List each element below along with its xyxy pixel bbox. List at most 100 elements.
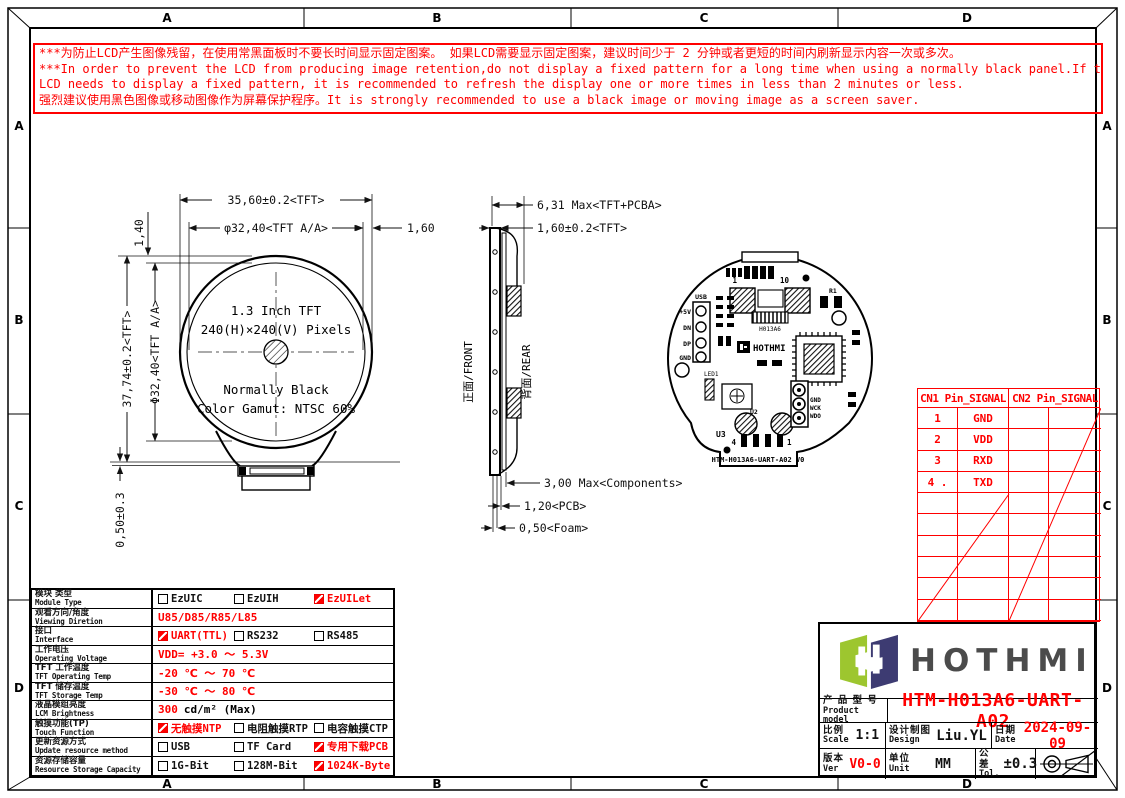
grid-bottom-a: A: [162, 777, 172, 791]
checkbox[interactable]: [158, 760, 168, 771]
viewing-direction-value: U85/D85/R85/L85: [158, 610, 258, 624]
tolerance-value: ±0.3: [1003, 756, 1038, 772]
checkbox[interactable]: [234, 741, 244, 752]
grid-bottom-d: D: [962, 777, 972, 791]
dim-pcb: 1,20<PCB>: [524, 499, 586, 513]
cn2-pin-signal: [1049, 408, 1101, 430]
grid-top-a: A: [162, 11, 172, 25]
option-rs232[interactable]: RS232: [234, 630, 314, 642]
option-rs485[interactable]: RS485: [314, 630, 393, 642]
checkbox[interactable]: [314, 760, 324, 771]
option-ezuih[interactable]: EzUIH: [234, 593, 314, 605]
option-download-pcb[interactable]: 专用下载PCB: [314, 739, 393, 754]
checkbox[interactable]: [158, 593, 168, 604]
option-128mbit[interactable]: 128M-Bit: [234, 760, 314, 772]
cn1-pin-signal: VDD: [958, 429, 1009, 451]
cn2-pin-signal: [1049, 429, 1101, 451]
option-1024kbyte[interactable]: 1024K-Byte: [314, 760, 393, 772]
rear-view: 1 10 H013A6 HOTHMI: [666, 251, 874, 467]
brand-row: HOTHMI: [820, 624, 1098, 698]
cn1-header: CN1 Pin_SIGNAL: [918, 389, 1009, 407]
dim-width: 35,60±0.2<TFT>: [228, 193, 325, 207]
grid-bottom-c: C: [699, 777, 709, 791]
side-view-dim-text: 6,31 Max<TFT+PCBA> 1,60±0.2<TFT> 3,00 Ma…: [519, 198, 683, 535]
option-uart[interactable]: UART(TTL): [158, 630, 234, 642]
cn2-pin-no: [1009, 471, 1049, 494]
option-ctp[interactable]: 电容触摸CTP: [314, 721, 393, 736]
cn1-pin-signal: GND: [958, 408, 1009, 430]
option-ezuic[interactable]: EzUIC: [158, 593, 234, 605]
option-rtp[interactable]: 电阻触摸RTP: [234, 721, 314, 736]
cn1-pin-no: 1: [918, 408, 958, 430]
cn1-pin-no: 3: [918, 450, 958, 472]
lcd-retention-warning: ***为防止LCD产生图像残留，在使用常黑面板时不要长时间显示固定图案。 如果L…: [33, 43, 1103, 114]
checkbox[interactable]: [158, 741, 168, 752]
option-ezuilet[interactable]: EzUILet: [314, 593, 393, 605]
rear-logo-text: HOTHMI: [753, 344, 786, 354]
option-ntp[interactable]: 无触摸NTP: [158, 721, 234, 736]
warning-line-4: 强烈建议使用黑色图像或移动图像作为屏幕保护程序。It is strongly r…: [39, 92, 920, 107]
checkbox[interactable]: [158, 630, 168, 641]
prog-pin-wdo: WDO: [810, 413, 821, 420]
checkbox[interactable]: [234, 630, 244, 641]
spec-label-cn: 模块 类型: [35, 589, 72, 600]
grid-right-d: D: [1102, 681, 1112, 695]
dim-edge-gap: 1,60: [407, 221, 435, 235]
option-usb[interactable]: USB: [158, 741, 234, 753]
dim-height: 37,74±0.2<TFT>: [120, 310, 134, 407]
grid-right-a: A: [1102, 119, 1112, 133]
rear-ic-label: H013A6: [759, 326, 781, 333]
option-tfcard[interactable]: TF Card: [234, 741, 314, 753]
front-label-mode: Normally Black: [223, 382, 329, 397]
rear-botpin4-label: 4: [731, 438, 736, 447]
dim-total-thickness: 6,31 Max<TFT+PCBA>: [537, 198, 662, 212]
version-value: V0-0: [849, 756, 881, 772]
cn1-pin-signal: RXD: [958, 450, 1009, 472]
checkbox[interactable]: [234, 760, 244, 771]
checkbox[interactable]: [314, 741, 324, 752]
spec-label-en: Module Type: [35, 598, 82, 608]
checkbox[interactable]: [234, 593, 244, 604]
cn2-pin-signal: [1049, 451, 1101, 472]
usb-pin-5v: +5V: [679, 308, 691, 316]
cn2-pin-signal: [1049, 472, 1101, 494]
side-view-dimensions: [479, 196, 540, 532]
dim-bottom: 0,50±0.3: [113, 492, 127, 547]
brightness-unit: cd/m² (Max): [183, 703, 257, 717]
qfp-chip: [792, 332, 846, 386]
usb-pin-dn: DN: [683, 324, 691, 332]
warning-line-3: LCD needs to display a fixed pattern, it…: [39, 77, 964, 92]
checkbox[interactable]: [234, 723, 244, 734]
grid-left-d: D: [14, 681, 24, 695]
checkbox[interactable]: [314, 593, 324, 604]
grid-top-b: B: [432, 11, 442, 25]
grid-left-b: B: [14, 313, 24, 327]
usb-pin-gnd: GND: [679, 354, 691, 362]
front-label-size: 1.3 Inch TFT: [231, 303, 322, 318]
cn1-pin-signal: TXD: [958, 471, 1009, 494]
programming-connector: GND WCK WDO: [790, 380, 821, 428]
option-1gbit[interactable]: 1G-Bit: [158, 760, 234, 772]
checkbox[interactable]: [314, 723, 324, 734]
connector-pin-table: CN1 Pin_SIGNAL CN2 Pin_SIGNAL 1 GND 2 VD…: [917, 388, 1101, 622]
passive-components: [716, 296, 860, 407]
checkbox[interactable]: [314, 630, 324, 641]
grid-top-c: C: [699, 11, 709, 25]
checkbox[interactable]: [158, 723, 168, 734]
spec-row-touch: 触摸功能(TP)Touch Function 无触摸NTP 电阻触摸RTP 电容…: [32, 719, 393, 738]
prog-pin-gnd: GND: [810, 397, 821, 404]
grid-right-c: C: [1102, 499, 1112, 513]
dim-active-dia: φ32,40<TFT A/A>: [224, 221, 328, 235]
cn2-header: CN2 Pin_SIGNAL: [1012, 391, 1098, 405]
warning-line-1: ***为防止LCD产生图像残留，在使用常黑面板时不要长时间显示固定图案。 如果L…: [39, 46, 961, 60]
